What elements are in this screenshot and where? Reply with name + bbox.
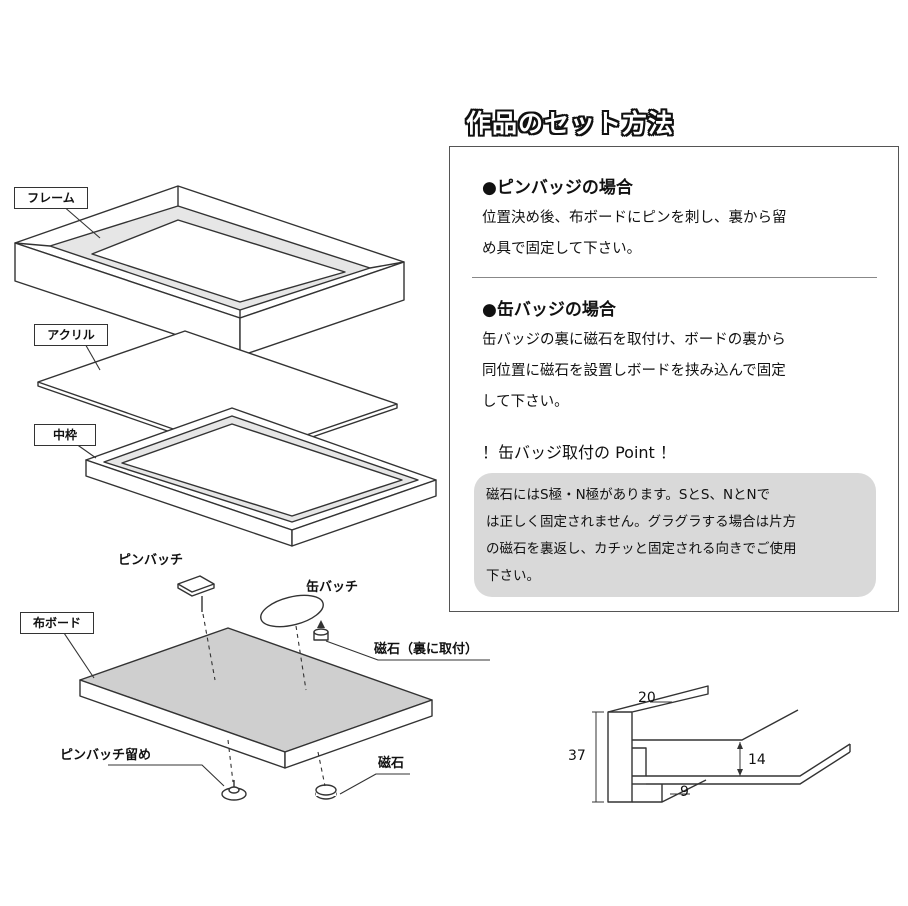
label-magnet-back: 磁石（裏に取付）	[374, 642, 479, 657]
part-tag-frame: フレーム	[14, 187, 88, 209]
dimension-9: 9	[680, 784, 689, 800]
part-tag-acrylic: アクリル	[34, 324, 108, 346]
can-section-heading: ●缶バッジの場合	[482, 300, 616, 320]
magnet-small-drawing	[313, 620, 329, 641]
text-line: の磁石を裏返し、カチッと固定される向きでご使用	[486, 541, 797, 557]
inner-frame-drawing	[85, 407, 437, 547]
text-line: して下さい。	[482, 394, 569, 410]
pin-clasp-drawing	[221, 780, 247, 801]
page-title: 作品のセット方法	[466, 109, 675, 138]
alignment-lines	[202, 613, 326, 787]
pin-badge-drawing	[177, 575, 215, 612]
pin-section-heading: ●ピンバッジの場合	[482, 178, 633, 198]
label-pin-badge: ピンバッチ	[118, 553, 184, 568]
point-note-box: 磁石にはS極・N極があります。SとS、NとNで は正しく固定されません。グラグラ…	[474, 473, 876, 597]
dimension-37: 37	[568, 748, 586, 764]
frame-drawing	[14, 185, 405, 357]
point-heading: ！缶バッジ取付の Point ！	[482, 443, 676, 462]
text-line: 下さい。	[486, 568, 540, 584]
label-magnet: 磁石	[378, 756, 405, 771]
instruction-panel: ●ピンバッジの場合 位置決め後、布ボードにピンを刺し、裏から留 め具で固定して下…	[449, 146, 899, 612]
can-section-text: 缶バッジの裏に磁石を取付け、ボードの裏から 同位置に磁石を設置しボードを挟み込ん…	[482, 325, 882, 418]
part-tag-inner-frame: 中枠	[34, 424, 96, 446]
dimension-14: 14	[748, 752, 766, 768]
part-tag-cloth-board: 布ボード	[20, 612, 94, 634]
cloth-board-drawing	[79, 627, 433, 769]
label-can-badge: 缶バッチ	[306, 580, 359, 595]
text-line: は正しく固定されません。グラグラする場合は片方	[486, 514, 797, 530]
pin-section-text: 位置決め後、布ボードにピンを刺し、裏から留 め具で固定して下さい。	[482, 203, 882, 265]
can-badge-drawing	[260, 594, 324, 628]
text-line: 位置決め後、布ボードにピンを刺し、裏から留	[482, 210, 787, 226]
dimension-20: 20	[638, 690, 656, 706]
text-line: 缶バッジの裏に磁石を取付け、ボードの裏から	[482, 332, 786, 348]
label-pin-clasp: ピンバッチ留め	[60, 748, 152, 763]
section-divider	[472, 277, 877, 278]
text-line: め具で固定して下さい。	[482, 241, 642, 257]
text-line: 同位置に磁石を設置しボードを挟み込んで固定	[482, 363, 786, 379]
text-line: 磁石にはS極・N極があります。SとS、NとNで	[486, 487, 771, 503]
magnet-bottom-drawing	[315, 784, 337, 800]
cross-section-drawing	[592, 685, 851, 803]
